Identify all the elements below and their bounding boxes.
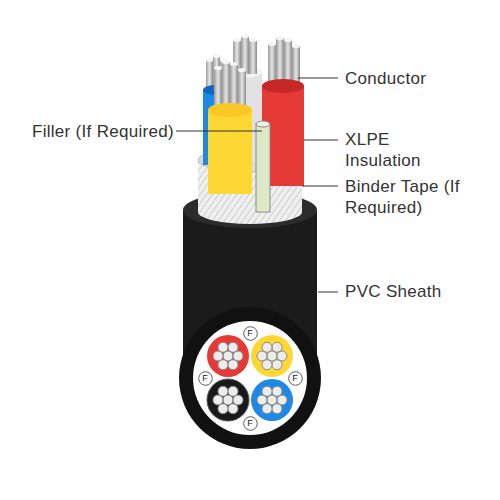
filler-letter: F (288, 371, 303, 386)
leader-lines (176, 78, 338, 292)
part-label: XLPE Insulation (345, 129, 445, 171)
part-label: Binder Tape (If Required) (345, 176, 480, 218)
core-section-red (207, 335, 249, 377)
filler-letter: F (243, 326, 258, 341)
filler-marker: F (288, 371, 303, 386)
filler-letter: F (198, 371, 213, 386)
part-label: PVC Sheath (345, 281, 445, 302)
part-label: Conductor (345, 68, 495, 89)
core-section-yellow (251, 335, 293, 377)
filler-marker: F (198, 371, 213, 386)
core-section-blue (251, 379, 293, 421)
filler-marker: F (243, 326, 258, 341)
filler-rod (256, 121, 270, 212)
cable-cross-section (179, 307, 321, 449)
part-label: Filler (If Required) (6, 121, 174, 142)
filler-letter: F (243, 416, 258, 431)
core-section-black (207, 379, 249, 421)
core-yellow (208, 103, 252, 194)
filler-marker: F (243, 416, 258, 431)
